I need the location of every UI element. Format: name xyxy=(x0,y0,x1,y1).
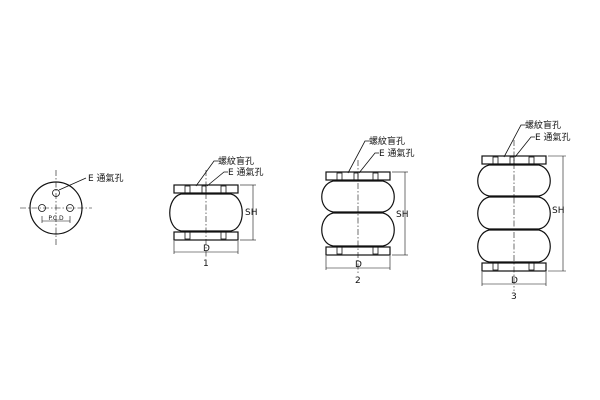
pcd-label: P.C.D xyxy=(48,215,64,222)
view-number: 2 xyxy=(355,276,361,286)
top-plate-outline xyxy=(29,181,83,235)
vent-leader xyxy=(514,136,535,158)
vent-hole-icon xyxy=(52,189,60,197)
mounting-hole-left-icon xyxy=(38,204,46,212)
sh-label: SH xyxy=(552,206,564,216)
top-view-vent-label: E 通氣孔 xyxy=(88,172,124,184)
view-2: SH D 2 螺紋盲孔 E 通氣孔 xyxy=(321,135,415,286)
bolt-hole-bottom-right xyxy=(372,246,379,255)
threaded-hole-leader xyxy=(503,124,525,158)
threaded-hole-label: 螺紋盲孔 xyxy=(525,119,561,131)
vent-label: E 通氣孔 xyxy=(379,147,415,159)
threaded-hole-label: 螺紋盲孔 xyxy=(218,155,254,167)
bolt-hole-right xyxy=(372,172,379,181)
bolt-hole-right xyxy=(220,185,227,194)
bolt-hole-bottom-right xyxy=(528,262,535,271)
d-label: D xyxy=(355,260,362,270)
sh-label: SH xyxy=(396,210,408,220)
bolt-hole-right xyxy=(528,156,535,165)
bolt-hole-left xyxy=(336,172,343,181)
view-number: 3 xyxy=(511,292,517,302)
d-label: D xyxy=(511,276,518,286)
vent-leader xyxy=(358,152,379,174)
vent-leader-line xyxy=(58,177,87,191)
bolt-hole-bottom-left xyxy=(184,231,191,240)
vent-label: E 通氣孔 xyxy=(228,166,264,178)
bolt-hole-bottom-left xyxy=(492,262,499,271)
view-1: SH D 1 螺紋盲孔 E 通氣孔 xyxy=(169,155,264,269)
top-view: P.C.D E 通氣孔 xyxy=(20,170,124,245)
vent-label: E 通氣孔 xyxy=(535,131,571,143)
view-number: 1 xyxy=(203,259,209,269)
view-3: SH D 3 螺紋盲孔 E 通氣孔 xyxy=(477,119,571,302)
mounting-hole-right-icon xyxy=(66,204,74,212)
sh-label: SH xyxy=(245,208,257,218)
bolt-hole-left xyxy=(492,156,499,165)
threaded-hole-leader xyxy=(347,140,369,174)
bolt-hole-left xyxy=(184,185,191,194)
d-label: D xyxy=(203,244,210,254)
bolt-hole-bottom-right xyxy=(220,231,227,240)
threaded-hole-leader xyxy=(195,160,218,187)
threaded-hole-label: 螺紋盲孔 xyxy=(369,135,405,147)
bolt-hole-bottom-left xyxy=(336,246,343,255)
vent-leader xyxy=(206,171,228,187)
